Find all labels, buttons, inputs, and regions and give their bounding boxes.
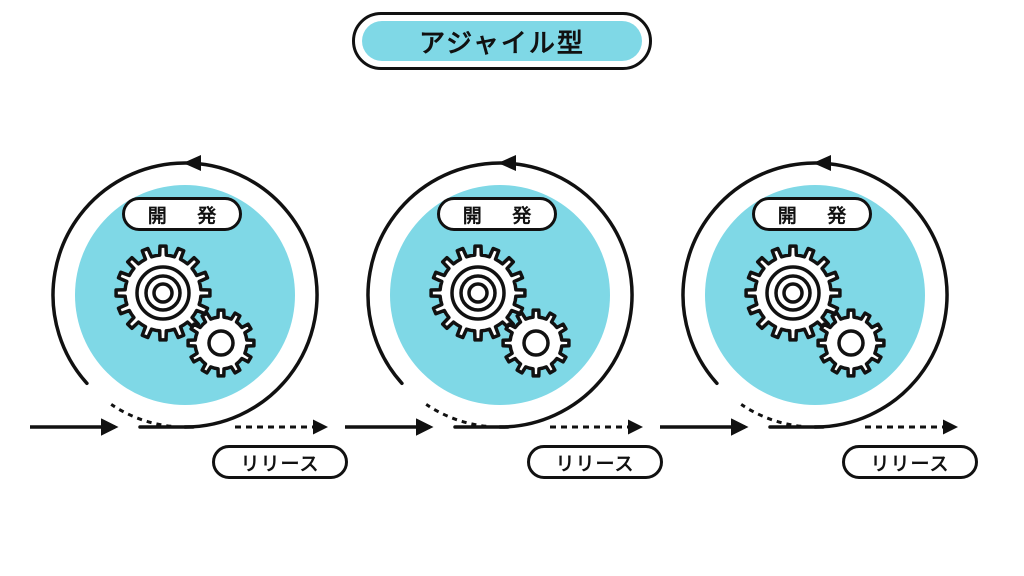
- cycle-1: [30, 155, 328, 436]
- cycle-arrowhead: [498, 155, 516, 171]
- dev-label-1: 開 発: [122, 197, 242, 231]
- page-title: アジャイル型: [362, 21, 642, 61]
- cycle-arrowhead: [813, 155, 831, 171]
- cycle-arrow-icon: [366, 161, 634, 429]
- cycle-dashed-segment: [425, 403, 487, 428]
- release-label-2: リリース: [527, 445, 663, 479]
- cycle-dashed-segment: [110, 403, 172, 428]
- cycle-dashed-segment: [740, 403, 802, 428]
- release-label-3: リリース: [842, 445, 978, 479]
- cycle-arrow-icon: [681, 161, 949, 429]
- gear-icon: [186, 308, 256, 378]
- release-label-1: リリース: [212, 445, 348, 479]
- title-badge: アジャイル型: [352, 12, 652, 70]
- gear-icon: [816, 308, 886, 378]
- cycle-arrowhead: [183, 155, 201, 171]
- cycle-arrow-icon: [51, 161, 319, 429]
- gear-icon: [501, 308, 571, 378]
- cycle-2: [345, 155, 643, 436]
- dev-label-3: 開 発: [752, 197, 872, 231]
- cycle-3: [660, 155, 958, 436]
- dev-label-2: 開 発: [437, 197, 557, 231]
